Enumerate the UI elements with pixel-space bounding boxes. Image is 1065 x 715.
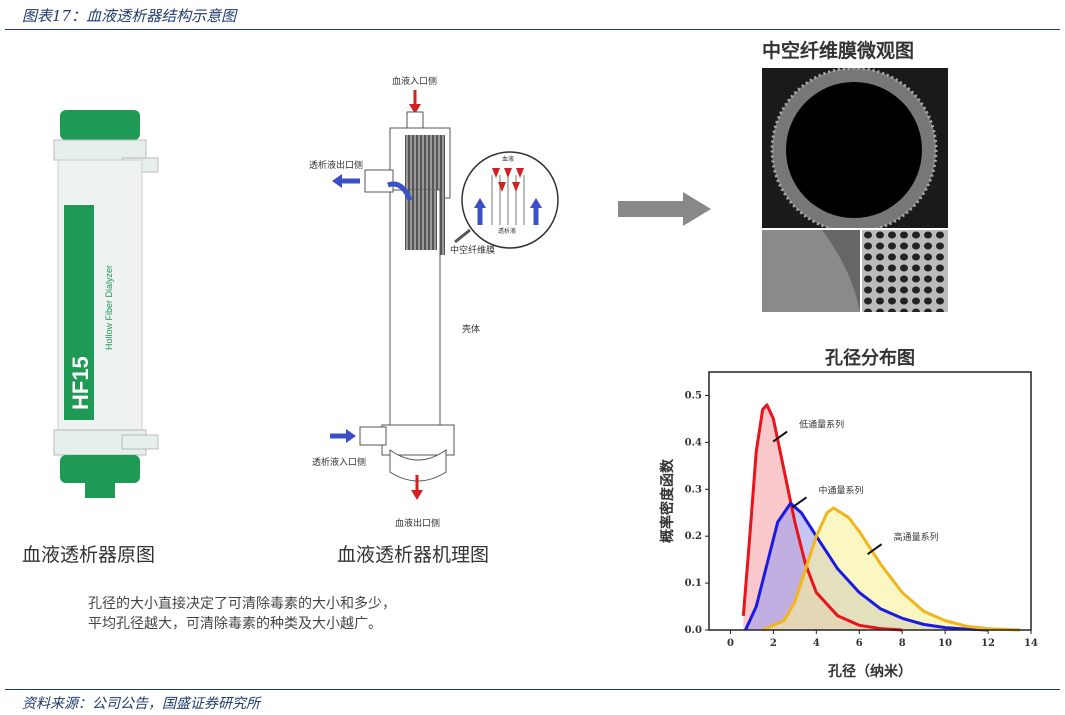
y-tick-label: 0.2 (685, 531, 702, 542)
figure-title: 图表17：血液透析器结构示意图 (22, 7, 237, 25)
label-inset-blood: 血液 (502, 156, 515, 163)
annotation-label: 中通量系列 (818, 484, 863, 496)
label-dialysate-out: 透析液出口侧 (309, 161, 364, 171)
series-area-2 (762, 508, 1021, 630)
label-blood-in: 血液入口侧 (392, 77, 438, 87)
pore-structure-image (862, 230, 948, 312)
y-tick-label: 0.4 (685, 437, 702, 448)
label-inset-dialysate: 透析液 (498, 228, 517, 235)
y-tick-label: 0.3 (685, 484, 702, 495)
header-rule (5, 29, 1060, 30)
series-line-1 (744, 501, 989, 632)
x-tick-label: 8 (899, 638, 906, 649)
series-line-0 (741, 403, 903, 632)
right-arrow-icon (618, 192, 711, 226)
source-note: 资料来源：公司公告，国盛证券研究所 (22, 696, 260, 712)
label-fiber: 中空纤维膜 (450, 246, 496, 256)
series-line-2 (762, 506, 1021, 632)
x-tick-label: 12 (981, 638, 995, 649)
annotation-label: 高通量系列 (894, 531, 939, 543)
x-tick-label: 10 (938, 638, 952, 649)
x-tick-label: 2 (770, 638, 777, 649)
micrograph-title: 中空纤维膜微观图 (762, 40, 915, 62)
annotation-arrow-icon (867, 543, 883, 555)
y-axis-label: 概率密度函数 (659, 458, 676, 543)
chart-title: 孔径分布图 (825, 347, 915, 369)
x-axis-label: 孔径（纳米） (828, 663, 912, 680)
x-tick-label: 0 (727, 638, 734, 649)
note-line-2: 平均孔径越大，可清除毒素的种类及大小越广。 (88, 616, 382, 632)
dialyzer-photo: HF15 Hollow Fiber Dialyzer (53, 110, 159, 498)
product-label: HF15 (68, 356, 93, 410)
label-shell: 壳体 (462, 325, 481, 335)
pore-size-chart: 孔径分布图 0 2 4 6 8 10 12 14 0.0 0.1 0.2 0.3 0.4 0.5 孔径（纳米）… (659, 347, 1038, 680)
y-tick-label: 0.5 (685, 390, 702, 401)
label-dialysate-in: 透析液入口侧 (312, 458, 367, 468)
membrane-surface-image (762, 230, 860, 312)
footer-rule (5, 689, 1060, 690)
label-blood-out: 血液出口侧 (395, 519, 441, 529)
y-tick-label: 0.1 (685, 578, 702, 589)
diagram-caption: 血液透析器机理图 (337, 544, 490, 566)
product-subtitle: Hollow Fiber Dialyzer (104, 265, 114, 350)
x-tick-label: 4 (813, 638, 820, 649)
mechanism-diagram (330, 90, 559, 500)
note-line-1: 孔径的大小直接决定了可清除毒素的大小和多少， (88, 596, 396, 612)
plot-frame (708, 371, 1032, 631)
note-text: 孔径的大小直接决定了可清除毒素的大小和多少， 平均孔径越大，可清除毒素的种类及大… (88, 594, 396, 634)
x-tick-label: 14 (1024, 638, 1038, 649)
annotation-arrow-icon (791, 496, 808, 509)
x-tick-label: 6 (856, 638, 863, 649)
annotation-label: 低通量系列 (799, 419, 844, 431)
fiber-cross-section-image (762, 68, 948, 228)
photo-caption: 血液透析器原图 (22, 544, 156, 566)
annotation-arrow-icon (772, 430, 788, 443)
y-tick-label: 0.0 (685, 625, 702, 636)
